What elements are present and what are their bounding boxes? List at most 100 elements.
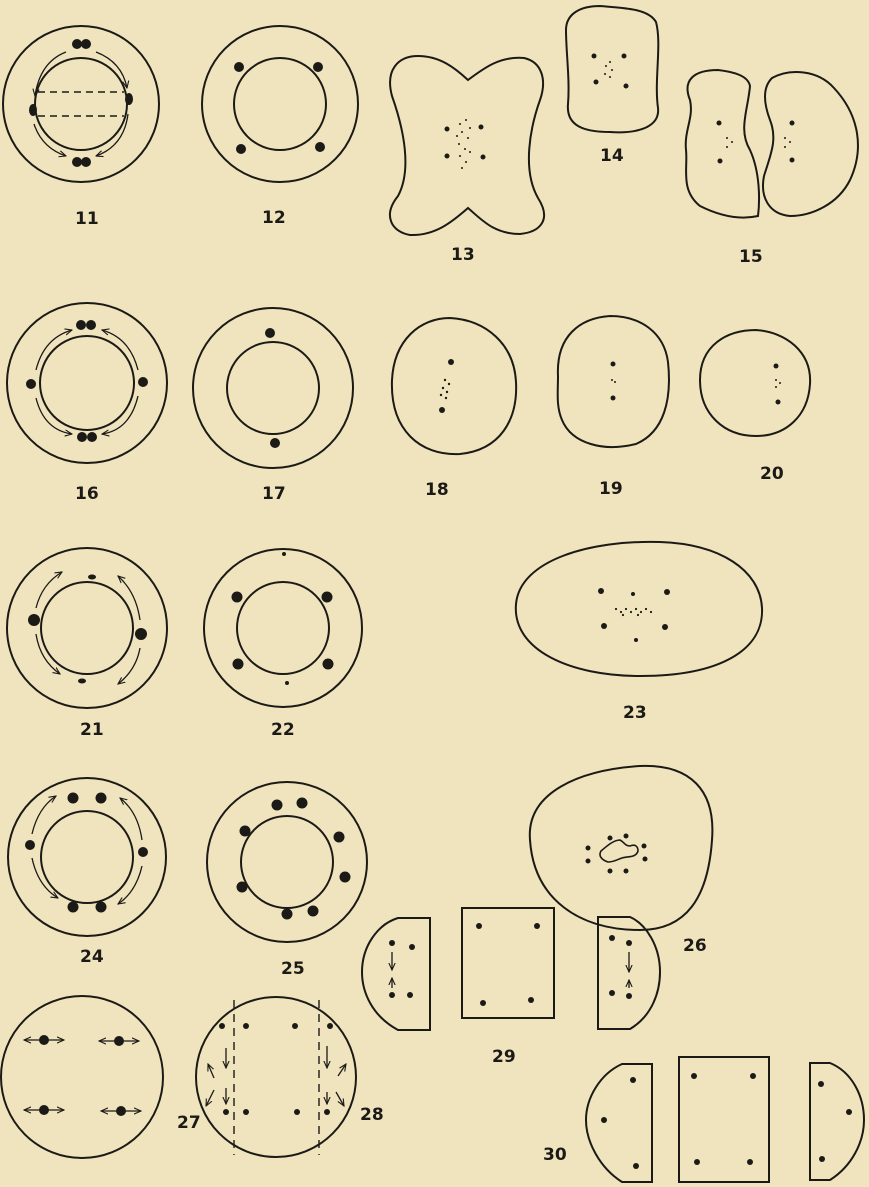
figure-label: 12 — [262, 208, 286, 228]
speckle — [630, 611, 632, 613]
dot — [292, 1023, 298, 1029]
dot — [479, 125, 484, 130]
outer-circle — [1, 996, 163, 1158]
speckle — [604, 73, 606, 75]
figure-21 — [7, 548, 167, 708]
speckle — [635, 608, 637, 610]
figure-label: 14 — [600, 146, 624, 166]
figure-label: 18 — [425, 480, 449, 500]
figure-29 — [362, 908, 660, 1030]
outer-circle — [196, 997, 356, 1157]
dot — [237, 882, 248, 893]
speckle — [465, 119, 467, 121]
dot — [334, 832, 345, 843]
dot — [96, 902, 107, 913]
speckle — [458, 143, 460, 145]
figure-label: 17 — [262, 484, 286, 504]
dot — [243, 1023, 249, 1029]
dot — [78, 679, 86, 684]
arrow — [118, 648, 140, 684]
figure-label: 29 — [492, 1047, 516, 1067]
nucleus-outline — [600, 840, 638, 862]
speckle — [775, 379, 777, 381]
dot — [846, 1109, 852, 1115]
dot — [608, 869, 613, 874]
speckle — [467, 137, 469, 139]
dot — [445, 127, 450, 132]
dot — [480, 1000, 486, 1006]
dot — [25, 840, 35, 850]
dot — [818, 1081, 824, 1087]
dot — [297, 798, 308, 809]
figure-label: 22 — [271, 720, 295, 740]
speckle — [459, 155, 461, 157]
dot — [718, 159, 723, 164]
dot — [327, 1023, 333, 1029]
speckle — [605, 65, 607, 67]
dot — [609, 935, 615, 941]
arrow — [338, 1064, 346, 1076]
cell-outline — [700, 330, 810, 436]
dot — [747, 1159, 753, 1165]
dot — [630, 1077, 636, 1083]
figure-16 — [7, 303, 167, 463]
cell-outline — [530, 766, 713, 930]
dot — [626, 993, 632, 999]
dot — [219, 1023, 225, 1029]
square — [462, 908, 554, 1018]
dot — [608, 836, 613, 841]
cell-outline — [516, 542, 762, 676]
dot — [598, 588, 604, 594]
inner-circle — [41, 811, 133, 903]
dot — [611, 396, 616, 401]
figure-27 — [1, 996, 163, 1158]
outer-circle — [202, 26, 358, 182]
dot — [232, 592, 243, 603]
dot — [643, 857, 648, 862]
dot — [407, 992, 413, 998]
dot — [790, 158, 795, 163]
speckle — [440, 394, 442, 396]
dot — [26, 379, 36, 389]
cell-outline — [763, 72, 858, 216]
speckle — [731, 141, 733, 143]
dot — [265, 328, 275, 338]
figure-label: 24 — [80, 947, 104, 967]
dot — [409, 944, 415, 950]
arrow — [102, 396, 138, 434]
inner-circle — [227, 342, 319, 434]
dot — [243, 1109, 249, 1115]
figure-label: 21 — [80, 720, 104, 740]
speckle — [779, 382, 781, 384]
figure-24 — [8, 778, 166, 936]
figure-26 — [530, 766, 713, 930]
inner-circle — [237, 582, 329, 674]
dot — [750, 1073, 756, 1079]
figure-28 — [196, 997, 356, 1157]
speckle — [640, 611, 642, 613]
cell-outline — [686, 70, 759, 218]
dot — [138, 377, 148, 387]
dot — [68, 793, 79, 804]
dot — [586, 859, 591, 864]
inner-circle — [40, 336, 134, 430]
dot — [234, 62, 244, 72]
outer-circle — [3, 26, 159, 182]
dot — [72, 157, 82, 167]
dot — [664, 589, 670, 595]
cell-outline — [392, 318, 516, 454]
dot — [634, 638, 638, 642]
dot — [662, 624, 668, 630]
dot — [88, 575, 96, 580]
dot — [774, 364, 779, 369]
speckle — [461, 131, 463, 133]
figure-label: 23 — [623, 703, 647, 723]
dot — [389, 992, 395, 998]
speckle — [784, 146, 786, 148]
dot — [601, 623, 607, 629]
figure-label: 30 — [543, 1145, 567, 1165]
dot — [694, 1159, 700, 1165]
half-disc-left — [586, 1064, 652, 1182]
speckle — [620, 611, 622, 613]
